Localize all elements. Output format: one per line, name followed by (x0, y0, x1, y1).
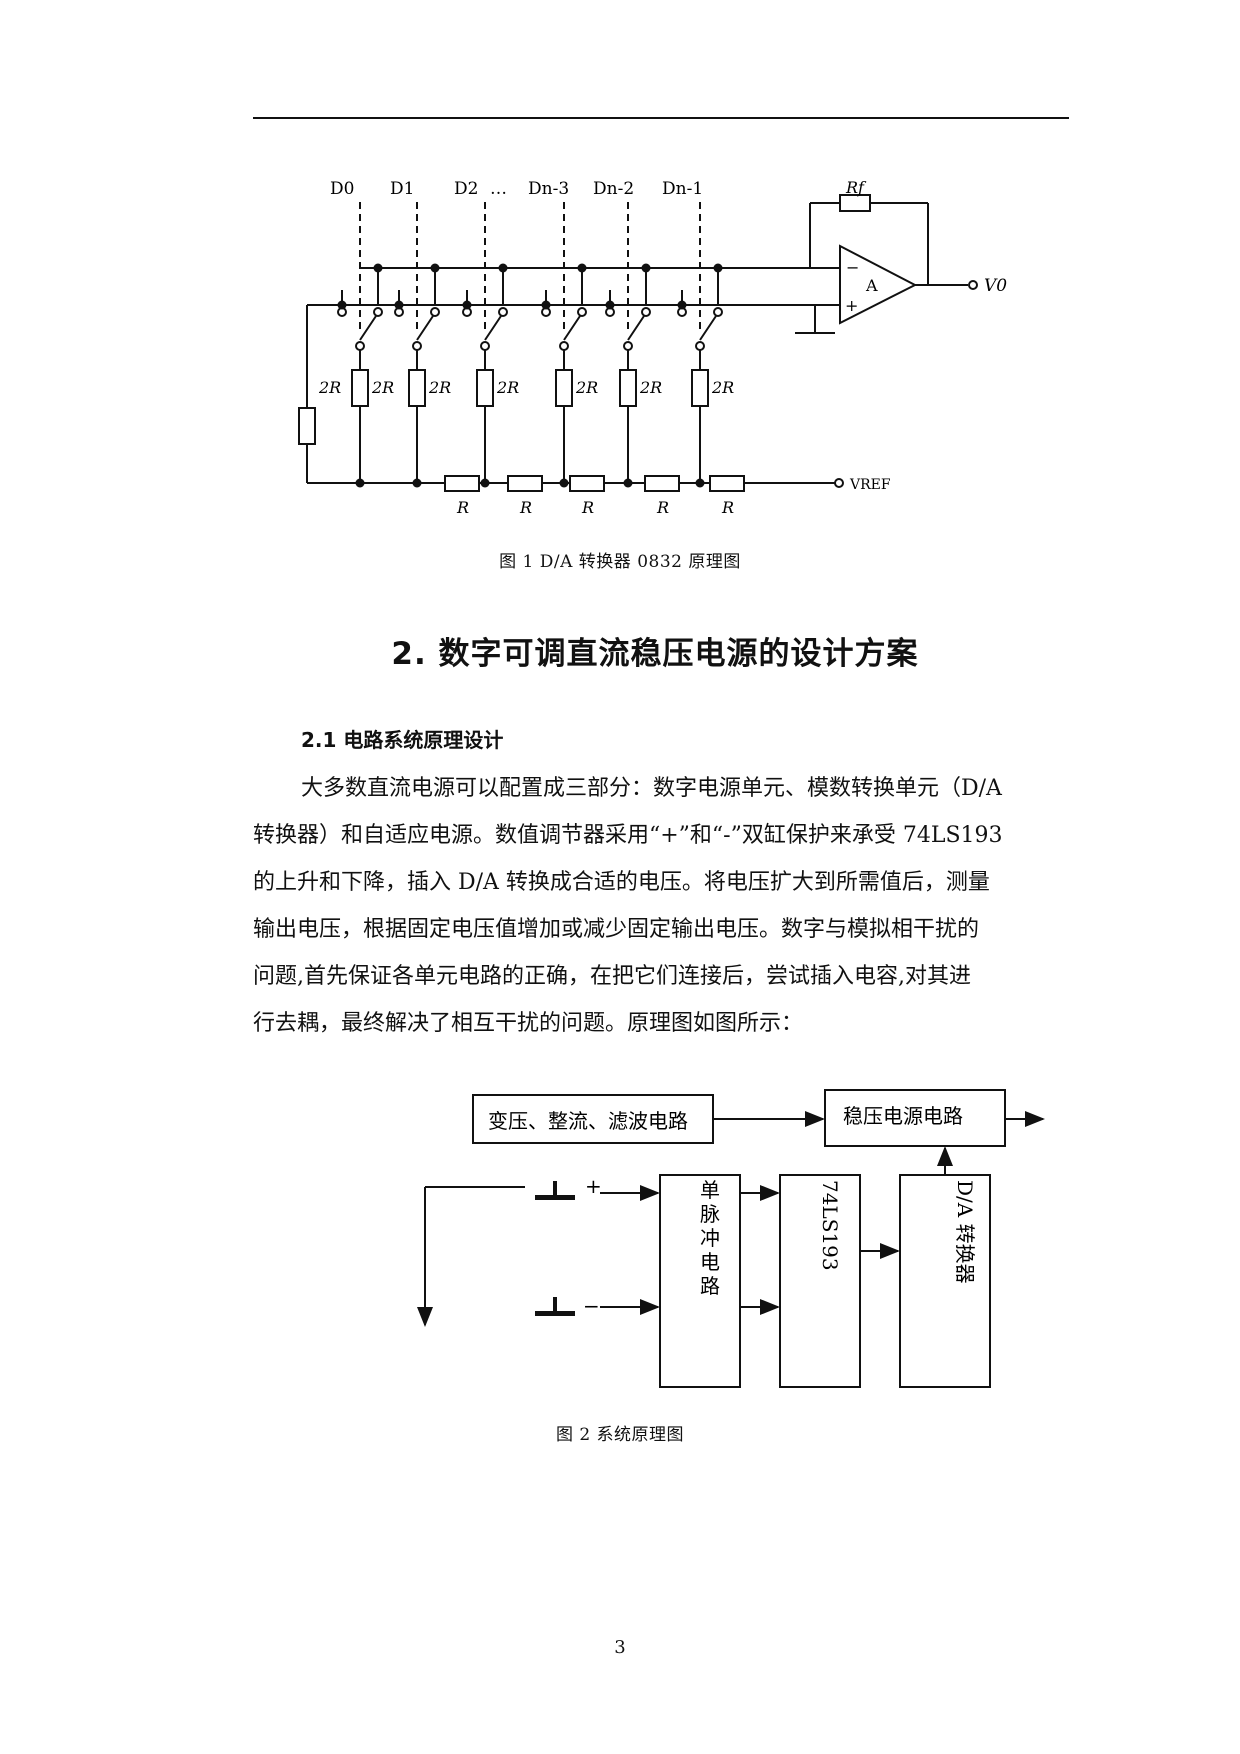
vo-label: V0 (984, 276, 1007, 296)
junction-dot (355, 478, 365, 488)
bit-label: D0 (330, 179, 354, 199)
rf-resistor (839, 194, 871, 212)
rung-resistor (619, 369, 637, 407)
bit-label: Dn-2 (593, 179, 634, 199)
pulse-label: 单脉冲电路 (700, 1178, 720, 1298)
rung-resistor (555, 369, 573, 407)
junction-dot (623, 478, 633, 488)
rectifier-label: 变压、整流、滤波电路 (488, 1109, 688, 1133)
bit-label: Dn-1 (662, 179, 703, 199)
figure2-caption: 图 2 系统原理图 (555, 1425, 685, 1445)
ladder-resistor-label: R (721, 498, 734, 517)
ladder-resistor-label: R (519, 498, 532, 517)
counter-block (779, 1174, 861, 1388)
rung-resistor (691, 369, 709, 407)
rung-resistor-label: 2R (575, 378, 598, 397)
junction-dot (695, 478, 705, 488)
rf-label: Rf (845, 178, 867, 197)
rung-resistor-label: 2R (371, 378, 394, 397)
junction-dot (394, 300, 404, 310)
junction-dot (430, 263, 440, 273)
junction-dot (373, 263, 383, 273)
paragraph-line: 大多数直流电源可以配置成三部分：数字电源单元、模数转换单元（D/A (301, 776, 1002, 801)
minus-input-label: − (846, 258, 859, 277)
paragraph-line: 的上升和下降，插入 D/A 转换成合适的电压。将电压扩大到所需值后，测量 (253, 870, 990, 895)
junction-dot (498, 263, 508, 273)
rung-resistor (476, 369, 494, 407)
plus-input-label: + (845, 296, 858, 315)
junction-dot (605, 300, 615, 310)
figure1-caption: 图 1 D/A 转换器 0832 原理图 (499, 552, 741, 572)
page-number: 3 (614, 1637, 626, 1658)
junction-dot (577, 263, 587, 273)
terminator-label: 2R (318, 378, 341, 397)
vref-label: VREF (849, 477, 891, 493)
rung-resistor-label: 2R (428, 378, 451, 397)
vo-terminal (968, 280, 978, 290)
rung-resistor-label: 2R (711, 378, 734, 397)
regulator-label: 稳压电源电路 (843, 1104, 963, 1128)
paragraph-line: 输出电压，根据固定电压值增加或减少固定输出电压。数字与模拟相干扰的 (253, 917, 980, 942)
minus-button-label: − (583, 1294, 600, 1318)
op-amp (839, 244, 918, 325)
rung-resistor-label: 2R (639, 378, 662, 397)
dac-label: D/A 转换器 (953, 1180, 977, 1284)
ladder-resistor-label: R (581, 498, 594, 517)
junction-dot (559, 478, 569, 488)
counter-label: 74LS193 (818, 1180, 842, 1271)
junction-dot (677, 300, 687, 310)
pulse-block (659, 1174, 741, 1388)
junction-dot (641, 263, 651, 273)
vref-terminal (834, 478, 844, 488)
system-block-diagram: + − 变压、整流、滤波电路 稳压电源电路 单脉冲电路 74LS193 D/A … (417, 1089, 1045, 1388)
bit-label: D2 (454, 179, 478, 199)
bit-label: Dn-3 (528, 179, 569, 199)
dac-schematic: Rf A − + V0 VREF 2R 2R 2R 2R 2R 2R 2R R R R R R D0 D1… (298, 178, 1007, 517)
paragraph-line: 转换器）和自适应电源。数值调节器采用“+”和“-”双缸保护来承受 74LS193 (253, 823, 1003, 848)
body-paragraph: 大多数直流电源可以配置成三部分：数字电源单元、模数转换单元（D/A 转换器）和自… (253, 765, 1073, 1047)
junction-dot (462, 300, 472, 310)
junction-dot (541, 300, 551, 310)
junction-dot (713, 263, 723, 273)
subsection-title: 2.1 电路系统原理设计 (301, 728, 504, 752)
amplifier-label: A (865, 276, 878, 295)
ladder-resistor-label: R (456, 498, 469, 517)
bit-label: D1 (390, 179, 414, 199)
section-title: 2. 数字可调直流稳压电源的设计方案 (391, 636, 919, 672)
header-rule (253, 117, 1069, 119)
paragraph-line: 行去耦，最终解决了相互干扰的问题。原理图如图所示： (253, 1011, 804, 1036)
rung-resistor (408, 369, 426, 407)
junction-dot (412, 478, 422, 488)
plus-button-icon (535, 1195, 575, 1200)
bit-label: … (490, 179, 507, 199)
plus-button-label: + (585, 1174, 602, 1198)
junction-dot (337, 300, 347, 310)
rung-resistor (351, 369, 369, 407)
junction-dot (480, 478, 490, 488)
minus-button-icon (535, 1311, 575, 1316)
ladder-resistor-label: R (656, 498, 669, 517)
paragraph-line: 问题,首先保证各单元电路的正确，在把它们连接后，尝试插入电容,对其进 (253, 964, 971, 989)
rung-resistor-label: 2R (496, 378, 519, 397)
